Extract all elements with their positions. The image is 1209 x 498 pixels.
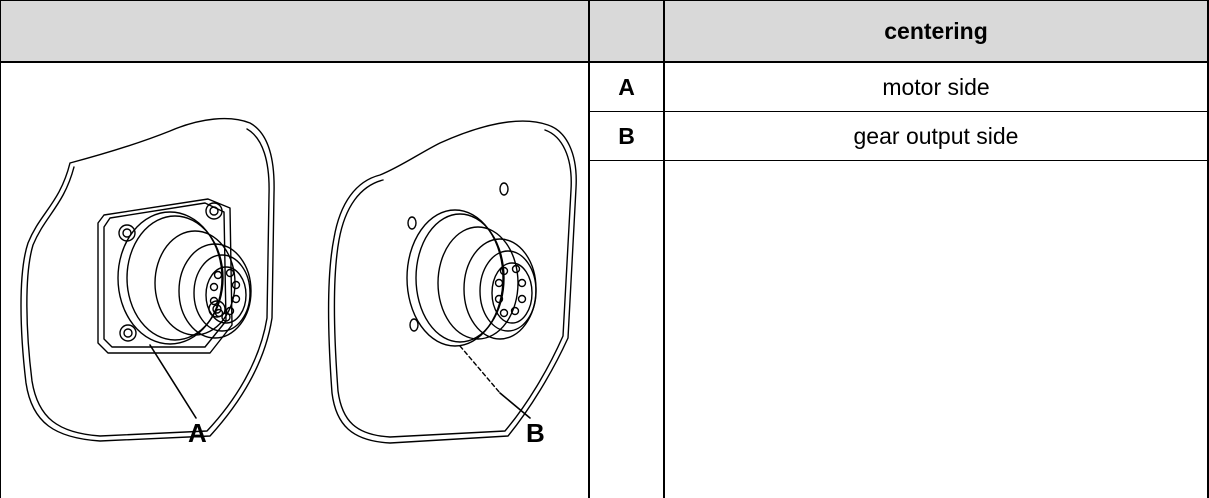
- grid-col-divider-2: [663, 0, 665, 498]
- row-b-key-text: B: [618, 122, 635, 149]
- callout-b-label: B: [526, 418, 545, 448]
- row-a-key: A: [590, 63, 663, 111]
- grid-left: [0, 0, 1, 498]
- callout-a-label: A: [188, 418, 207, 448]
- header-cell-centering: centering: [665, 1, 1207, 61]
- row-a-key-text: A: [618, 73, 635, 100]
- header-cell-key: [590, 1, 663, 61]
- centering-drawing: [20, 117, 577, 444]
- grid-col-divider-1: [588, 0, 590, 498]
- row-b-value: gear output side: [665, 112, 1207, 160]
- row-a-value-text: motor side: [882, 73, 990, 100]
- grid-right: [1207, 0, 1209, 498]
- grid-row-a-bottom: [588, 111, 1209, 112]
- header-centering-label: centering: [884, 17, 988, 44]
- row-a-value: motor side: [665, 63, 1207, 111]
- motor-side-plate: [20, 117, 275, 442]
- grid-row-b-bottom: [588, 160, 1209, 161]
- grid-top: [0, 0, 1209, 1]
- row-b-key: B: [590, 112, 663, 160]
- row-b-value-text: gear output side: [853, 122, 1019, 149]
- grid-header-bottom: [0, 61, 1209, 63]
- gear-output-side-plate: [327, 120, 577, 444]
- header-cell-image: [1, 1, 588, 61]
